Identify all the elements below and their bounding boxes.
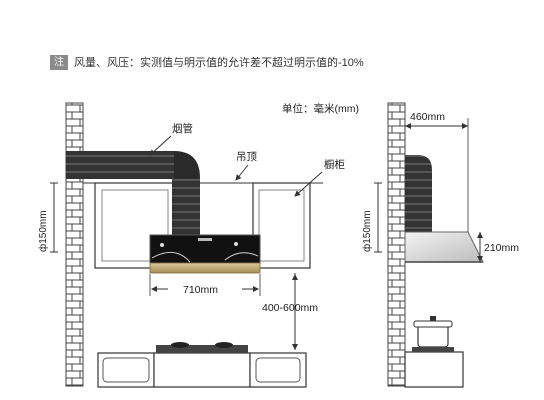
label-diameter-right: ф150mm: [361, 210, 373, 252]
note-badge: 注: [50, 54, 68, 70]
side-floor-cabinet: [404, 351, 464, 388]
label-cabinet: 橱柜: [324, 158, 345, 171]
note: 注 风量、风压：实测值与明示值的允许差不超过明示值的-10%: [50, 54, 364, 70]
label-diameter-left: ф150mm: [37, 210, 49, 252]
label-height-400-600: 400-600mm: [262, 302, 318, 314]
label-duct: 烟管: [172, 122, 193, 135]
label-unit: 单位：毫米(mm): [282, 102, 359, 115]
upper-cabinet-right: [252, 182, 311, 269]
label-depth-460: 460mm: [410, 111, 445, 123]
pot: [417, 324, 449, 348]
label-height-210: 210mm: [484, 242, 519, 254]
floor-cabinet-middle: [153, 352, 251, 388]
floor-cabinet-left: [97, 352, 155, 388]
hood-trim: [149, 262, 261, 274]
right-wall-brick: [387, 102, 406, 387]
left-wall-left-brick: [65, 102, 84, 387]
duct-vertical: [172, 178, 200, 238]
duct-horizontal: [66, 151, 174, 179]
note-text: 风量、风压：实测值与明示值的允许差不超过明示值的-10%: [74, 57, 364, 69]
label-width-710: 710mm: [183, 284, 218, 296]
floor-cabinet-right: [249, 352, 307, 388]
side-hood: [404, 231, 484, 263]
duct-elbow: [172, 151, 200, 179]
side-duct: [405, 155, 432, 232]
stove: [156, 345, 248, 353]
label-ceiling: 吊顶: [236, 151, 257, 163]
